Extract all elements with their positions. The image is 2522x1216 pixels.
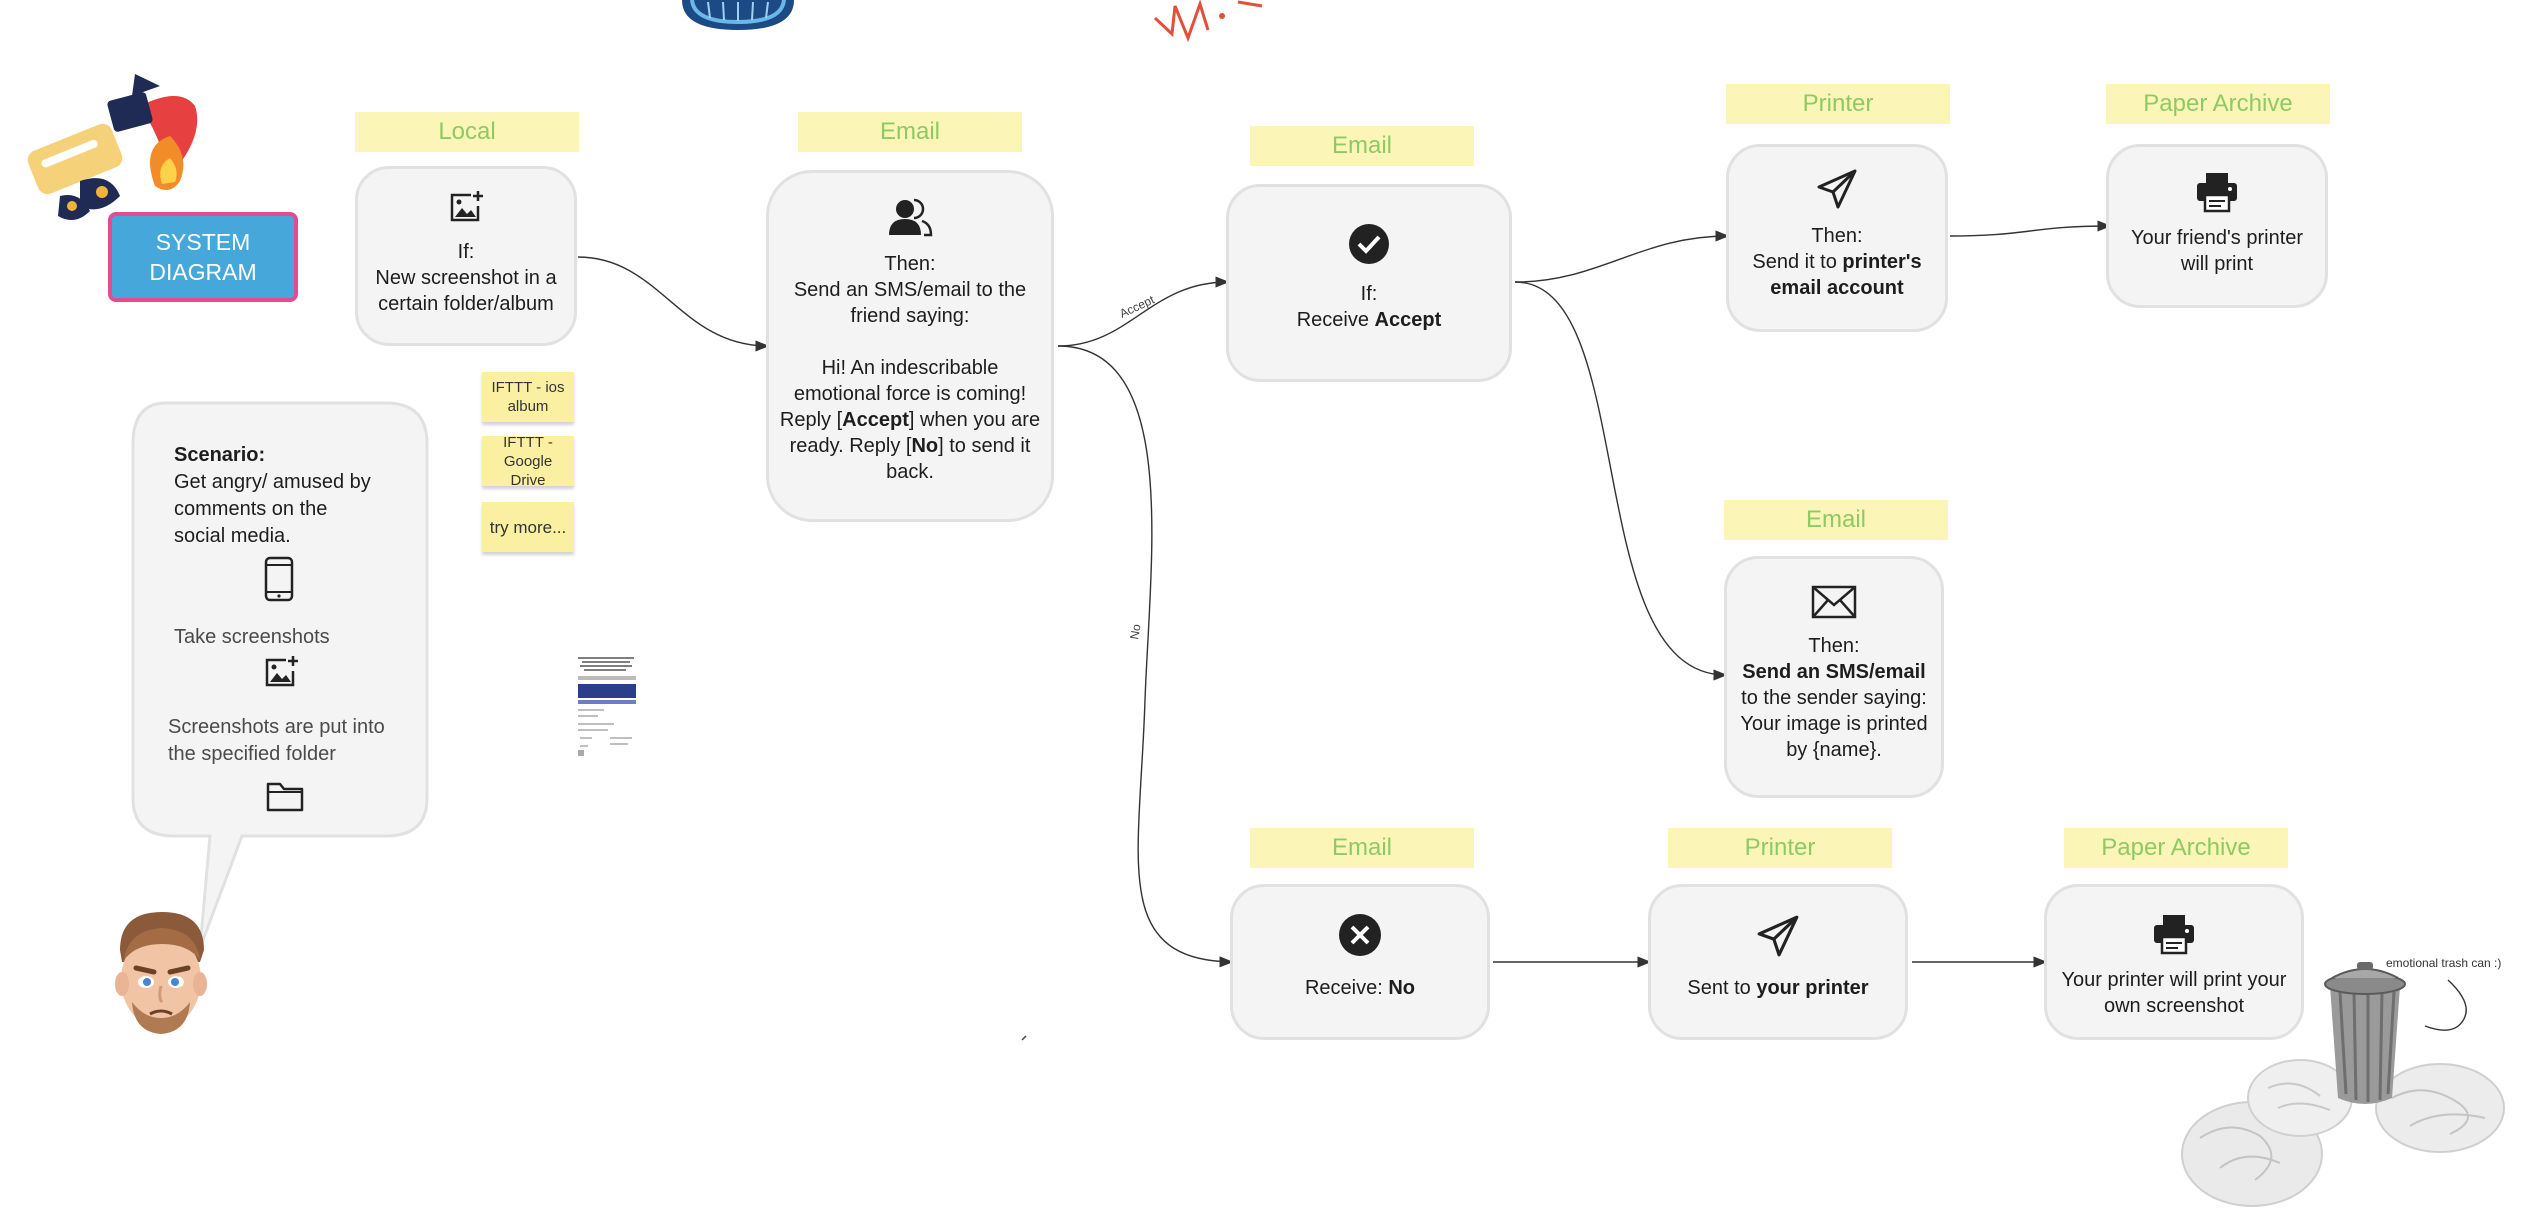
edge-printer-to-paper (1949, 220, 2112, 237)
card-friend-print[interactable]: Your friend's printer will print (2106, 144, 2328, 308)
card-sender-line5: by {name}. (1786, 739, 1882, 761)
add-image-icon (450, 191, 483, 222)
scenario-bubble-shape (131, 401, 429, 949)
scenario-step3-line1: Screenshots are put into (168, 716, 385, 738)
label-paper-archive-bottom: Paper Archive (2064, 828, 2288, 868)
card-email-line3: friend saying: (850, 305, 970, 327)
blue-dome-illustration (682, 0, 794, 30)
red-burst-illustration (1153, 0, 1263, 43)
card-sent-to-printer[interactable]: Sent to your printer (1648, 884, 1908, 1040)
users-icon (889, 198, 933, 237)
paper-plane-icon (1817, 169, 1857, 209)
card-printer-line2: Send it to printer's (1752, 251, 1922, 273)
card-printer-line3: email account (1770, 277, 1904, 299)
edge-local-to-email (577, 256, 770, 352)
scenario-step3-line2: the specified folder (168, 743, 336, 765)
social-media-fire-illustration (27, 74, 198, 256)
card-friend-line2: will print (2180, 253, 2254, 275)
scenario-step-folder: Screenshots are put into the specified f… (168, 714, 385, 768)
system-diagram-line2: DIAGRAM (149, 259, 257, 285)
scenario-title: Scenario: (174, 444, 266, 466)
label-email-sender: Email (1724, 500, 1948, 540)
label-email-no: Email (1250, 828, 1474, 868)
card-sent-line1: Sent to your printer (1687, 977, 1869, 999)
card-yourprint-line2: own screenshot (2103, 995, 2245, 1017)
card-email-line1: Then: (884, 253, 936, 275)
card-sender-email[interactable]: Then: Send an SMS/email to the sender sa… (1724, 556, 1944, 798)
card-no-line1: Receive: No (1304, 977, 1416, 999)
sticky-ifttt-drive-line1: IFTTT - (503, 433, 553, 451)
printer-icon (2197, 173, 2237, 213)
label-printer-top: Printer (1726, 84, 1950, 124)
card-accept-line2: Receive Accept (1296, 309, 1442, 331)
scenario-line1: Get angry/ amused by (174, 471, 371, 493)
card-email-line4: Hi! An indescribable (821, 357, 999, 379)
card-receive-no[interactable]: Receive: No (1230, 884, 1490, 1040)
card-printer-send[interactable]: Then: Send it to printer's email account (1726, 144, 1948, 332)
edge-label-no: No (1127, 623, 1144, 641)
card-local-line3: certain folder/album (378, 293, 554, 315)
card-printer-line1: Then: (1811, 225, 1863, 247)
label-printer-bottom: Printer (1668, 828, 1892, 868)
label-email-accept: Email (1250, 126, 1474, 166)
card-sender-line2: Send an SMS/email (1742, 661, 1926, 683)
card-sender-line4: Your image is printed (1740, 713, 1928, 735)
edge-email-to-accept (1057, 276, 1230, 347)
edge-accept-to-sender-email (1514, 281, 1728, 681)
scenario-text: Scenario: Get angry/ amused by comments … (174, 442, 371, 550)
phone-icon (264, 556, 294, 602)
edge-email-to-no (1057, 345, 1234, 968)
add-image-icon (265, 656, 298, 687)
label-local: Local (355, 112, 579, 152)
card-local-trigger[interactable]: If: New screenshot in a certain folder/a… (355, 166, 577, 346)
card-local-line2: New screenshot in a (375, 267, 557, 289)
card-email-line6: Reply [Accept] when you are (779, 409, 1041, 431)
trash-note-arrow (2424, 979, 2467, 1031)
memoji-avatar (115, 912, 207, 1034)
printer-icon (2154, 915, 2194, 955)
edge-accept-to-printer (1514, 230, 1730, 283)
card-email-line7: ready. Reply [No] to send it (789, 435, 1031, 457)
system-diagram-button[interactable]: SYSTEM DIAGRAM (108, 212, 298, 302)
sticky-ifttt-drive[interactable]: IFTTT -Google Drive (482, 433, 574, 489)
card-local-line1: If: (457, 241, 475, 263)
trash-can-illustration (2181, 962, 2505, 1207)
label-paper-archive-top: Paper Archive (2106, 84, 2330, 124)
label-email-send: Email (798, 112, 1022, 152)
card-email-line2: Send an SMS/email to the (793, 279, 1027, 301)
paper-plane-icon (1757, 915, 1799, 957)
card-receive-accept[interactable]: If: Receive Accept (1226, 184, 1512, 382)
card-email-send[interactable]: Then: Send an SMS/email to the friend sa… (766, 170, 1054, 522)
card-yourprint-line1: Your printer will print your (2061, 969, 2287, 991)
card-email-line5: emotional force is coming! (793, 383, 1027, 405)
card-accept-line1: If: (1360, 283, 1378, 305)
sticky-ifttt-drive-line2: Google Drive (503, 452, 553, 489)
card-sender-line1: Then: (1808, 635, 1860, 657)
scenario-line2: comments on the (174, 498, 328, 520)
sticky-ifttt-ios-line1: IFTTT - ios (491, 379, 565, 396)
sticky-ifttt-ios-line2: album (507, 398, 549, 415)
sticky-ifttt-ios[interactable]: IFTTT - ios album (482, 372, 574, 422)
check-circle-icon (1349, 224, 1389, 264)
sticky-try-more[interactable]: try more... (482, 502, 574, 552)
card-email-line8: back. (886, 461, 934, 483)
system-diagram-line1: SYSTEM (155, 229, 251, 255)
card-friend-line1: Your friend's printer (2130, 227, 2304, 249)
envelope-icon (1811, 585, 1857, 619)
card-your-print[interactable]: Your printer will print your own screens… (2044, 884, 2304, 1040)
x-circle-icon (1339, 914, 1381, 956)
screenshot-thumbnail[interactable] (574, 654, 642, 766)
folder-icon (266, 782, 304, 812)
card-sender-line3: to the sender saying: (1741, 687, 1927, 709)
scenario-step-screenshots: Take screenshots (174, 626, 330, 648)
trash-note: emotional trash can :) (2386, 956, 2502, 970)
scenario-line3: social media. (174, 525, 291, 547)
